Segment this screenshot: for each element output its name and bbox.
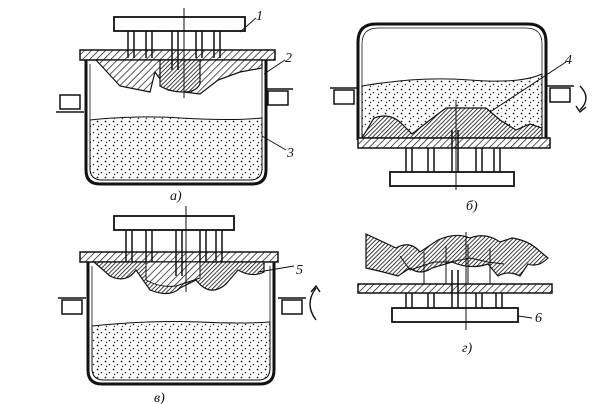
caption-g: г): [462, 341, 472, 356]
support-right-b: [549, 87, 571, 103]
support-left-v: [61, 299, 83, 315]
panel-b: 4 б): [330, 22, 587, 214]
bottom-plate-b: [389, 171, 515, 187]
callout-5: 5: [296, 263, 303, 278]
plate-v: [79, 251, 279, 263]
callout-6: 6: [535, 311, 542, 326]
pattern-a: [159, 59, 201, 93]
callout-3: 3: [286, 146, 294, 161]
plate-g: [357, 283, 553, 294]
callout-1: 1: [256, 9, 263, 24]
top-plate-a: [113, 16, 246, 32]
callout-4: 4: [565, 53, 572, 68]
vessel-a: [84, 60, 268, 186]
panel-v: 5 в): [58, 206, 321, 404]
shell-g: [365, 233, 549, 277]
panel-g: 6 г): [357, 232, 553, 356]
support-right-a: [267, 90, 289, 106]
callout-2: 2: [285, 51, 292, 66]
rotation-arrow-b: [579, 85, 587, 111]
sand-v: [91, 321, 271, 381]
sand-a: [89, 116, 263, 181]
vessel-v: [86, 262, 276, 386]
panel-a: 1 2 3 а): [56, 8, 294, 204]
bottom-plate-g: [391, 307, 519, 323]
rotation-arrow-v: [309, 287, 317, 321]
support-left-a: [59, 94, 81, 110]
caption-b: б): [466, 199, 478, 214]
caption-v: в): [154, 391, 165, 404]
support-right-v: [281, 299, 303, 315]
sand-shell-b: [360, 107, 543, 139]
support-left-b: [333, 89, 355, 105]
caption-a: а): [170, 189, 182, 204]
vessel-b: [356, 22, 548, 140]
top-plate-v: [113, 215, 235, 231]
plate-b: [357, 137, 551, 149]
